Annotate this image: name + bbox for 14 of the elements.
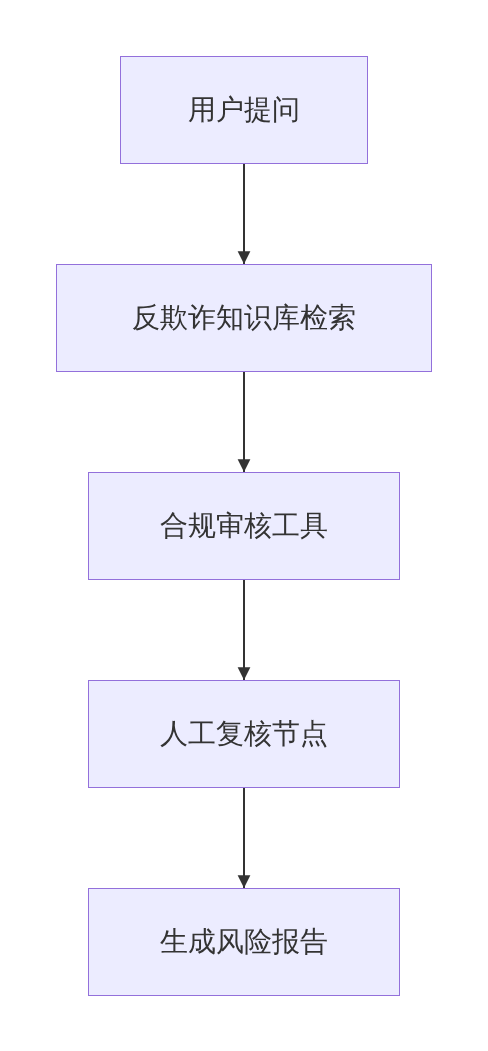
arrow	[237, 579, 251, 681]
process-box	[88, 680, 400, 788]
process-box	[88, 888, 400, 996]
box-label: 反欺诈知识库检索	[132, 300, 356, 336]
arrow	[237, 787, 251, 889]
process-box	[88, 472, 400, 580]
process-box	[56, 264, 432, 372]
box-label: 用户提问	[188, 92, 300, 128]
box-label: 生成风险报告	[160, 924, 328, 960]
box-label: 合规审核工具	[160, 508, 328, 544]
arrow	[237, 371, 251, 473]
process-box	[120, 56, 368, 164]
box-label: 人工复核节点	[160, 716, 328, 752]
arrow	[237, 163, 251, 265]
